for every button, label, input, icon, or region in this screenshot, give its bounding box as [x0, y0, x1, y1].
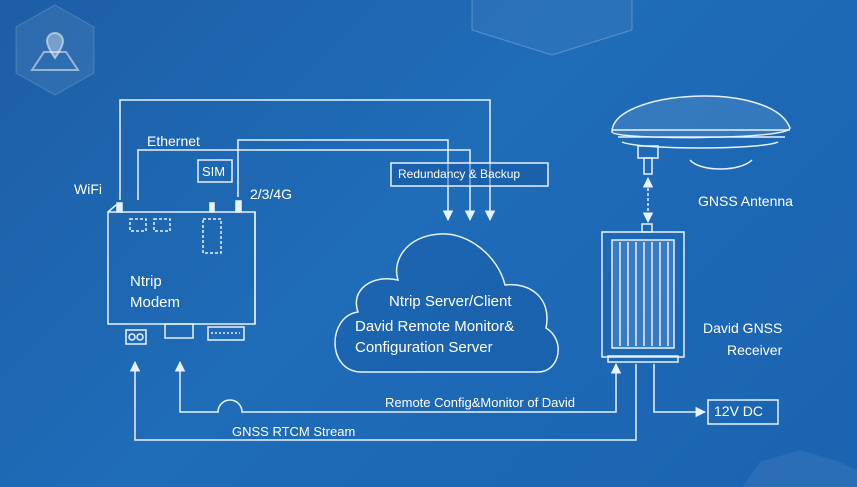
- remote-config-line: [174, 360, 622, 413]
- ntrip-modem: [107, 200, 256, 345]
- cellular-line: [237, 139, 454, 222]
- redundancy-box: [390, 162, 549, 187]
- sim-box: [197, 159, 233, 183]
- modem-label-line2: Modem: [130, 294, 181, 311]
- building-decoration: [742, 450, 857, 487]
- power-box: [707, 399, 779, 425]
- ethernet-line: [137, 149, 476, 222]
- cloud-label-line3: Configuration Server: [355, 339, 493, 356]
- hexagon-decoration-top: [471, 0, 633, 56]
- hexagon-decoration: [15, 4, 95, 96]
- map-pin-icon: [30, 32, 80, 71]
- rtcm-stream-label: GNSS RTCM Stream: [232, 424, 356, 439]
- modem-label-line1: Ntrip: [130, 273, 162, 290]
- receiver-label-line2: Receiver: [727, 342, 783, 358]
- server-cloud: [334, 233, 559, 373]
- power-label: 12V DC: [714, 403, 764, 419]
- power-line: [653, 364, 707, 418]
- redundancy-label: Redundancy & Backup: [398, 167, 521, 181]
- wifi-label: WiFi: [74, 181, 102, 197]
- ethernet-label: Ethernet: [147, 133, 200, 149]
- cellular-label: 2/3/4G: [250, 186, 293, 202]
- rtcm-line: [129, 360, 637, 441]
- cloud-label-line2: David Remote Monitor&: [355, 318, 515, 335]
- receiver-label-line1: David GNSS: [703, 320, 783, 336]
- remote-config-label: Remote Config&Monitor of David: [385, 395, 576, 410]
- gnss-receiver: [601, 223, 685, 363]
- antenna-label: GNSS Antenna: [698, 193, 793, 209]
- gnss-antenna: [611, 95, 791, 175]
- wifi-line: [119, 99, 496, 222]
- cloud-label-line1: Ntrip Server/Client: [389, 293, 512, 310]
- sim-label: SIM: [202, 164, 226, 179]
